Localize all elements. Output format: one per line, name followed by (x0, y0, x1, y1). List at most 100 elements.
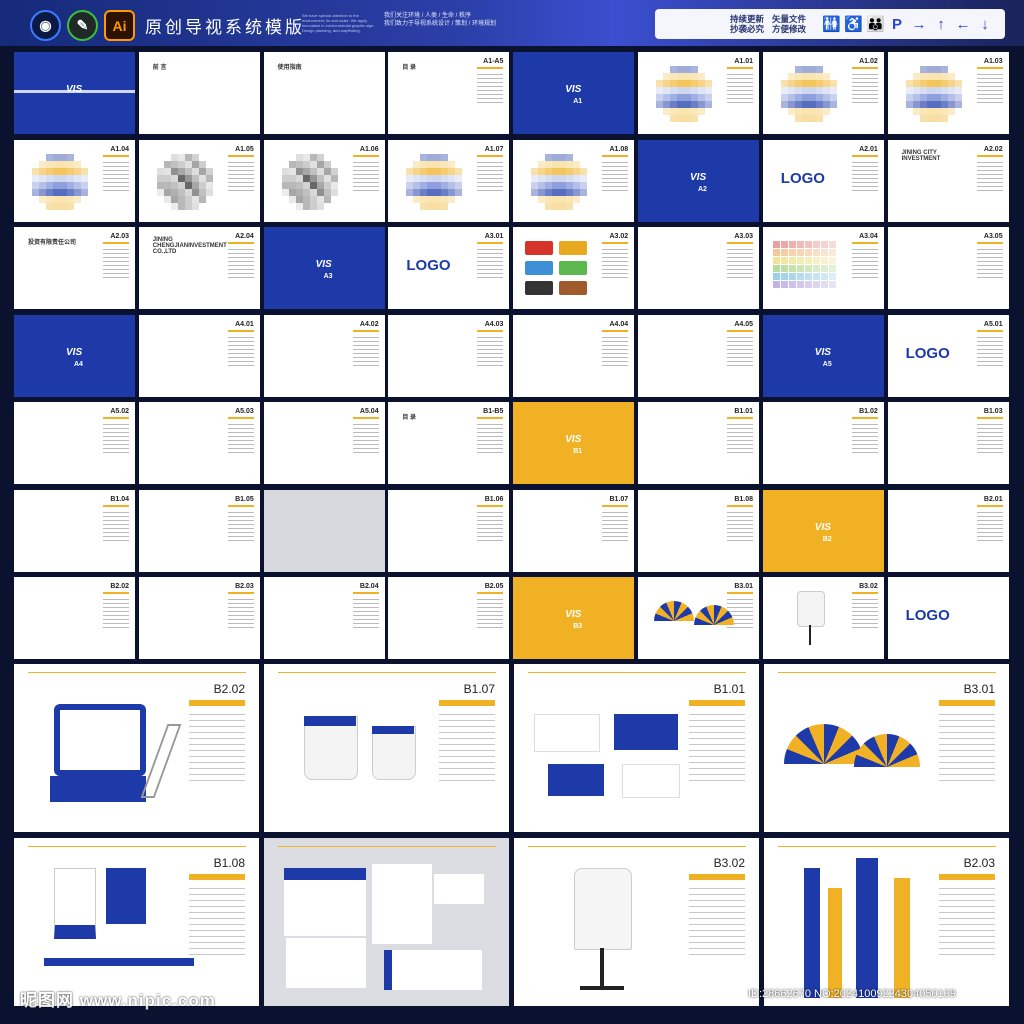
mosaic-cell (441, 195, 449, 203)
color-swatch (772, 265, 780, 272)
accent-bar (851, 154, 878, 157)
mosaic-cell (559, 153, 567, 161)
thumbnail-page[interactable]: A4.01 (138, 314, 260, 397)
thumbnail-page[interactable]: 使用指南 (263, 52, 385, 134)
thumbnail-page[interactable]: VIS (14, 52, 135, 134)
mosaic-cell (323, 195, 331, 203)
mosaic-cell (677, 115, 684, 122)
mosaic-cell (919, 87, 927, 94)
thumbnail-page[interactable]: B1.05 (138, 489, 260, 572)
thumbnail-page[interactable]: A1.07 (388, 139, 510, 222)
mosaic-cell (822, 94, 830, 101)
thumbnail-page[interactable]: B2.03 (138, 577, 260, 659)
thumbnail-page[interactable]: A1.03 (887, 52, 1009, 134)
thumbnail-page[interactable]: A4.05 (638, 314, 759, 397)
mosaic-cell (191, 195, 199, 203)
mosaic-cell (455, 181, 463, 189)
mosaic-cell (545, 195, 553, 203)
mosaic-cell (67, 188, 74, 196)
thumbnail-page[interactable]: 前 言 (138, 52, 260, 134)
thumbnail-page[interactable]: B1.08 (638, 489, 759, 572)
mosaic-cell (787, 94, 795, 101)
mosaic-cell (53, 160, 60, 168)
preview-totem-signs[interactable]: B2.03 (764, 838, 1009, 1006)
thumbnail-page[interactable]: B2.02 (14, 577, 135, 659)
preview-stationery[interactable] (264, 838, 509, 1006)
thumbnail-page[interactable]: A4.04 (513, 314, 635, 397)
thumbnail-page[interactable]: LOGO (887, 577, 1009, 659)
thumbnail-page[interactable]: A1.04 (14, 139, 135, 222)
thumbnail-page[interactable]: B1.07 (513, 489, 635, 572)
accent-bar (477, 67, 504, 69)
mosaic-cell (81, 167, 88, 175)
thumbnail-page[interactable]: A4.03 (388, 314, 510, 397)
text-lines (352, 599, 379, 629)
mosaic-cell (420, 202, 428, 210)
preview-umbrellas[interactable]: B3.01 (764, 664, 1009, 832)
text-lines (227, 599, 254, 629)
arrow-down-icon: ↓ (981, 16, 989, 33)
color-swatch (828, 281, 836, 288)
preview-business-cards[interactable]: B1.01 (514, 664, 759, 832)
preview-shirt[interactable]: B3.02 (514, 838, 759, 1006)
accent-bar (439, 700, 495, 706)
mosaic-cell (427, 167, 435, 175)
thumbnail-page[interactable]: A3.04 (762, 227, 884, 309)
mosaic-cell (905, 101, 913, 108)
illustrator-icon: Ai (104, 10, 135, 41)
thumbnail-page[interactable]: B1.06 (388, 489, 510, 572)
thumbnail-page[interactable]: A1.05 (138, 139, 260, 222)
mosaic-cell (559, 160, 567, 168)
thumbnail-page[interactable]: A5.04 (263, 402, 385, 484)
mosaic-cell (545, 174, 553, 182)
vis-mark: VIS (66, 346, 83, 358)
thumbnail-page[interactable]: A3.02 (513, 227, 635, 309)
thumbnail-page[interactable]: B1.01 (638, 402, 759, 484)
thumbnail-page[interactable]: A1.08 (513, 139, 635, 222)
thumbnail-page[interactable]: B1.02 (762, 402, 884, 484)
thumbnail-page[interactable]: A1.06 (263, 139, 385, 222)
thumbnail-page[interactable]: A1.01 (638, 52, 759, 134)
thumbnail-page[interactable]: B2.01 (887, 489, 1009, 572)
preview-signboard[interactable]: B2.02 (14, 664, 259, 832)
thumbnail-page[interactable]: B1.03 (887, 402, 1009, 484)
thumbnail-page[interactable]: B2.05 (388, 577, 510, 659)
thumbnail-page[interactable]: B2.04 (263, 577, 385, 659)
thumbnail-page[interactable]: B1.04 (14, 489, 135, 572)
thumbnail-page[interactable]: A1.02 (762, 52, 884, 134)
accent-bar (477, 417, 504, 419)
mosaic-cell (801, 94, 809, 101)
preview-id-badges[interactable]: B1.08 (14, 838, 259, 1006)
color-swatch (820, 265, 828, 272)
thumbnail-page[interactable]: A4.02 (263, 314, 385, 397)
mosaic-cell (663, 101, 670, 108)
thumbnail-page[interactable]: B3.01 (638, 577, 759, 659)
thumbnail-page[interactable]: B3.02 (762, 577, 884, 659)
mosaic-cell (926, 80, 934, 87)
thumbnail-page[interactable] (263, 489, 385, 572)
thumbnail-page[interactable]: A3.03 (638, 227, 759, 309)
sign-base (50, 776, 146, 802)
thumbnail-page[interactable]: A5.02 (14, 402, 135, 484)
preview-mugs[interactable]: B1.07 (264, 664, 509, 832)
thumbnail-page[interactable]: A5.03 (138, 402, 260, 484)
page-code: A1.08 (609, 145, 629, 153)
mosaic-cell (74, 188, 81, 196)
thumbnail-page[interactable]: A3.05 (887, 227, 1009, 309)
